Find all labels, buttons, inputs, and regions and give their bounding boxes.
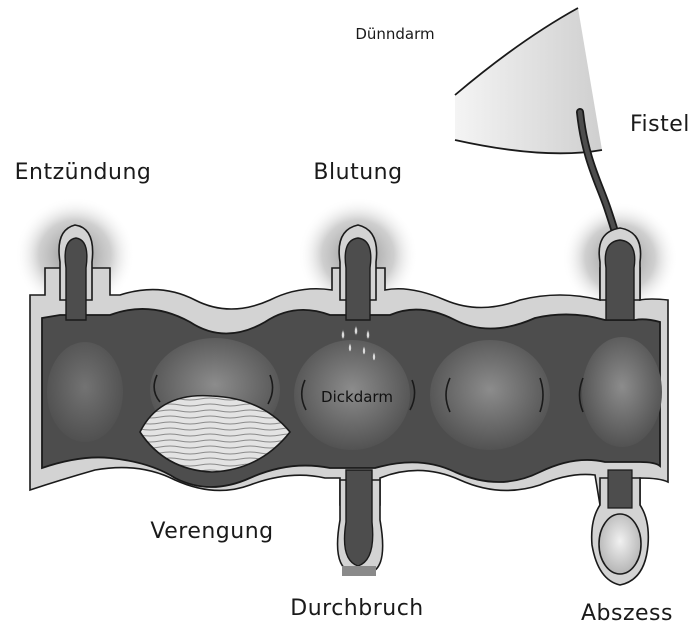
label-fistula: Fistel bbox=[630, 112, 690, 137]
label-abscess: Abszess bbox=[581, 601, 673, 626]
label-inflammation: Entzündung bbox=[15, 160, 152, 185]
label-perforation: Durchbruch bbox=[290, 596, 423, 621]
label-colon: Dickdarm bbox=[321, 388, 393, 406]
label-stricture: Verengung bbox=[150, 519, 273, 544]
abscess-pocket bbox=[599, 514, 641, 574]
perforation-opening bbox=[342, 566, 376, 576]
label-small-intestine: Dünndarm bbox=[355, 25, 434, 43]
abscess-bulge bbox=[592, 470, 649, 585]
label-bleeding: Blutung bbox=[313, 160, 402, 185]
perforation-bulge bbox=[338, 470, 383, 576]
fistula-bulge bbox=[599, 228, 640, 320]
